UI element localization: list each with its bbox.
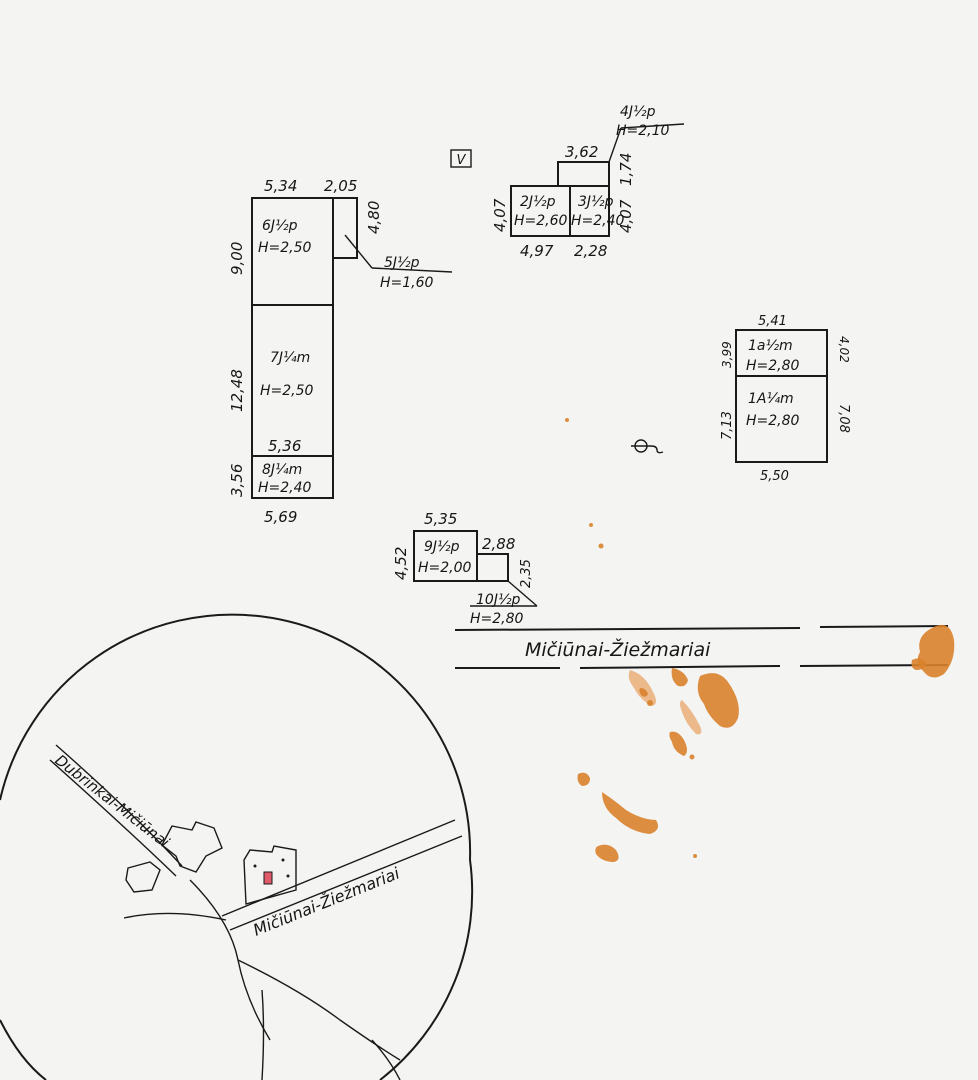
ink-stains: [565, 418, 955, 862]
dim-a-side-middle: 12,48: [228, 369, 246, 412]
well-symbol: [631, 439, 664, 454]
dim-d-annex-side: 2,35: [519, 559, 534, 588]
dim-b-right-upper: 1,74: [617, 153, 635, 186]
building-c: 5,41 3,99 4,02 7,13 7,08 5,50 1a½m H=2,8…: [720, 314, 851, 484]
main-road: Mičiūnai-Žiežmariai: [454, 625, 949, 669]
dim-a-top-right: 2,05: [324, 177, 357, 195]
room-6-height: H=2,50: [258, 240, 312, 256]
room-3-height: H=2,40: [571, 213, 625, 229]
dim-c-bottom: 5,50: [760, 469, 789, 484]
dim-c-left-lower: 7,13: [720, 411, 735, 440]
dim-a-inner-width: 5,36: [268, 437, 301, 455]
dim-c-left-upper: 3,99: [720, 341, 734, 368]
building-d-annex: [476, 553, 509, 582]
dim-b-top: 3,62: [565, 143, 598, 161]
room-4-label: 4J½p: [620, 104, 656, 120]
section-marker: V: [450, 149, 472, 168]
room-1a-label: 1a½m: [748, 338, 793, 354]
room-2-label: 2J½p: [520, 194, 556, 210]
room-2-height: H=2,60: [514, 213, 568, 229]
building-b-outline: [510, 185, 610, 237]
dim-c-right-lower: 7,08: [836, 404, 851, 433]
dim-d-top: 5,35: [424, 510, 457, 528]
dim-d-left: 4,52: [392, 547, 410, 580]
room-3-label: 3J½p: [578, 194, 614, 210]
dim-a-bottom: 5,69: [264, 508, 297, 526]
room-1A-height: H=2,80: [746, 413, 800, 429]
room-8-height: H=2,40: [258, 480, 312, 496]
inset-circle-left: [0, 1019, 47, 1080]
room-6-label: 6J½p: [262, 218, 298, 234]
location-inset-map: Dubrinkai-Mičiūnai Mičiūnai-Žiežmariai: [0, 613, 474, 1080]
room-9-label: 9J½p: [424, 539, 460, 555]
dim-a-side-lower: 3,56: [228, 464, 246, 497]
room-4-height: H=2,10: [616, 123, 670, 139]
room-8-label: 8J¼m: [262, 462, 302, 478]
dim-a-side-upper: 9,00: [228, 242, 246, 275]
building-c-outline: [735, 329, 828, 463]
building-d: 5,35 4,52 2,88 2,35 9J½p H=2,00 10J½p H=…: [392, 510, 538, 627]
dim-a-top-left: 5,34: [264, 177, 297, 195]
dim-d-annex-top: 2,88: [482, 535, 515, 553]
inset-building-3: [243, 845, 297, 905]
inset-building-2: [125, 861, 161, 893]
room-1a-height: H=2,80: [746, 358, 800, 374]
building-a-outline: [251, 197, 334, 499]
dim-c-right-upper: 4,02: [837, 336, 851, 363]
room-7-height: H=2,50: [260, 383, 314, 399]
dim-b-left: 4,07: [491, 198, 509, 232]
main-road-label: Mičiūnai-Žiežmariai: [525, 638, 711, 661]
dim-b-bottom-left: 4,97: [520, 242, 554, 260]
room-10-label: 10J½p: [476, 592, 521, 608]
inset-highlighted-plot: [263, 871, 273, 885]
inset-circle-top: [0, 613, 472, 861]
room-7-label: 7J¼m: [270, 350, 310, 366]
inset-building-1: [161, 821, 223, 873]
inset-road-b-label: Mičiūnai-Žiežmariai: [250, 863, 402, 939]
dim-b-bottom-right: 2,28: [574, 242, 607, 260]
inset-road-a-label: Dubrinkai-Mičiūnai: [52, 751, 174, 852]
inset-circle-right: [379, 859, 474, 1080]
room-9-height: H=2,00: [418, 560, 472, 576]
room-1A-label: 1A¼m: [748, 391, 794, 407]
dim-a-annex-side: 4,80: [365, 201, 383, 234]
dim-c-top: 5,41: [758, 314, 787, 329]
room-10-height: H=2,80: [470, 611, 524, 627]
building-a: 5,34 2,05 4,80 9,00 12,48 3,56 5,36 5,69…: [228, 177, 453, 526]
building-b: 3,62 4,07 1,74 4,07 4,97 2,28 2J½p H=2,6…: [491, 104, 685, 260]
building-a-annex: [333, 197, 358, 259]
section-marker-label: V: [457, 153, 467, 168]
room-5-label: 5J½p: [384, 255, 420, 271]
room-5-height: H=1,60: [380, 275, 434, 291]
dim-b-right-lower: 4,07: [617, 199, 635, 233]
